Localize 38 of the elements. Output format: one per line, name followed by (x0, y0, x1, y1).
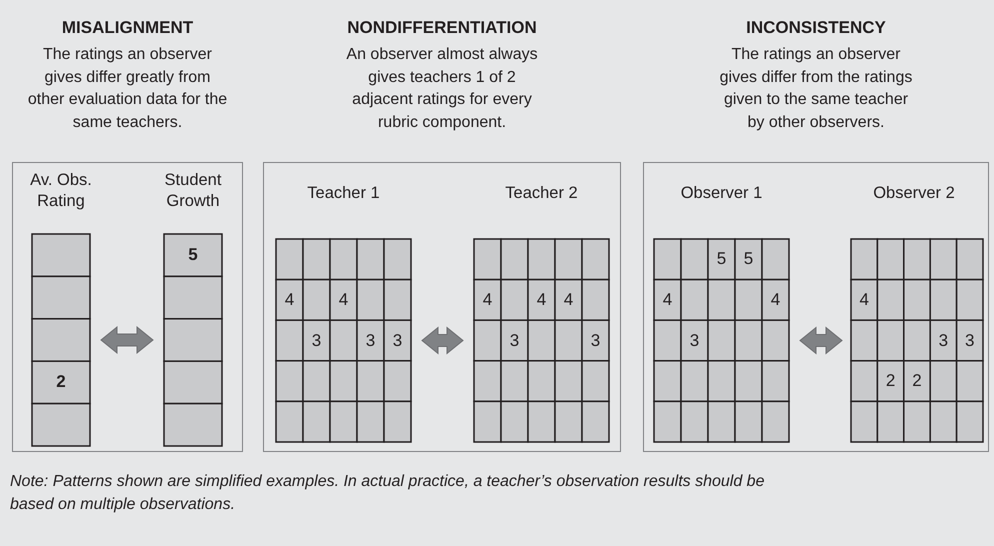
panel-description: The ratings an observer gives differ greatly from other evaluation data for the same teachers. (28, 45, 228, 132)
rating-value: 4 (536, 288, 548, 311)
rating-value: 2 (884, 370, 896, 392)
rating-value: 3 (938, 330, 950, 352)
double-arrow (100, 326, 154, 354)
panel-heading: MISALIGNMENT (60, 18, 194, 38)
rating-value: 4 (858, 288, 870, 311)
column-heading: Student Growth (164, 170, 222, 212)
rating-value: 3 (590, 330, 602, 352)
footnote: Note: Patterns shown are simplified examples. In actual practice, a teacher’s observation results should be based on multiple observations. (10, 472, 766, 515)
rating-value: 5 (187, 244, 199, 266)
rating-value: 3 (688, 330, 700, 352)
double-arrow (421, 326, 464, 355)
rating-value: 5 (742, 248, 754, 270)
column-heading: Observer 2 (872, 183, 956, 204)
panel-description: An observer almost always gives teachers 1 of 2 adjacent ratings for every rubric component. (345, 45, 539, 132)
double-arrow (799, 326, 843, 355)
rating-value: 4 (770, 288, 782, 311)
rating-value: 4 (562, 288, 574, 311)
rating-value: 2 (55, 371, 67, 394)
rating-value: 3 (364, 330, 376, 352)
column-heading: Observer 1 (680, 183, 764, 204)
rating-value: 2 (911, 370, 923, 392)
column-heading: Teacher 2 (504, 183, 579, 204)
rating-value: 4 (662, 288, 674, 311)
rating-value: 3 (508, 330, 520, 352)
rating-value: 3 (392, 330, 404, 352)
column-heading: Av. Obs. Rating (29, 170, 93, 212)
rating-value: 3 (964, 330, 976, 352)
panel-description: The ratings an observer gives differ from the ratings given to the same teacher by other observers. (718, 45, 914, 132)
rating-value: 3 (310, 330, 322, 352)
column-heading: Teacher 1 (306, 183, 381, 204)
rating-value: 4 (338, 288, 350, 311)
rating-value: 4 (482, 288, 494, 311)
rating-value: 5 (716, 248, 728, 270)
rating-value: 4 (284, 288, 296, 311)
panel-heading: INCONSISTENCY (745, 18, 887, 38)
panel-heading: NONDIFFERENTIATION (346, 18, 538, 38)
